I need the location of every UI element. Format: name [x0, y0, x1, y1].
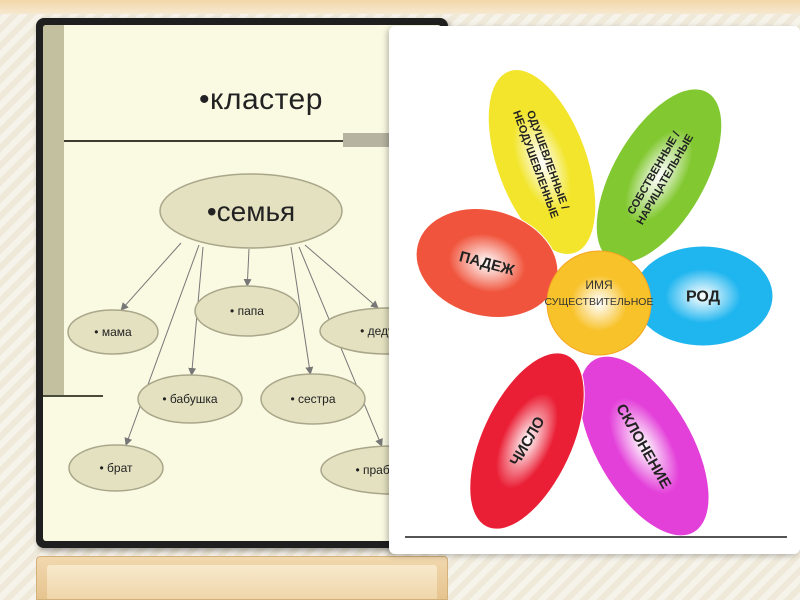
cluster-arrow-mama — [120, 242, 182, 311]
cluster-node-babushka — [137, 374, 243, 424]
flower-petal-sklon — [578, 355, 710, 537]
cluster-node-papa — [194, 285, 300, 337]
flower-center-text-1: СУЩЕСТВИТЕЛЬНОЕ — [545, 296, 654, 308]
flower-petal-text-rod-0: РОД — [686, 289, 721, 306]
top-decor-bar — [0, 0, 800, 14]
cluster-node-label-mama: • мама — [94, 325, 132, 339]
flower-petal-chislo — [469, 352, 585, 530]
flower-center — [546, 250, 652, 356]
cluster-node-sestra — [260, 373, 366, 425]
cluster-center-label: •семья — [207, 196, 295, 227]
cluster-node-mama — [67, 309, 159, 355]
cluster-node-label-sestra: • сестра — [290, 392, 335, 406]
cluster-node-label-babushka: • бабушка — [162, 392, 218, 406]
cluster-node-label-papa: • папа — [230, 304, 264, 318]
cluster-arrow-dedushka — [304, 244, 379, 309]
title-divider — [64, 140, 354, 142]
cluster-title: •кластер — [199, 83, 323, 116]
cluster-arrow-papa — [243, 248, 252, 287]
cluster-slide-paper: •кластер •семья• мама• папа• дедушка• ба… — [43, 25, 441, 541]
flower-center-text-0: ИМЯ — [585, 278, 612, 292]
cluster-node-label-brat: • брат — [100, 461, 133, 475]
panel-base-line — [405, 536, 787, 538]
flower-petal-label-rod: РОД — [686, 289, 721, 306]
cluster-slide: •кластер •семья• мама• папа• дедушка• ба… — [36, 18, 448, 548]
cluster-arrow-sestra — [290, 246, 314, 375]
cluster-center-node — [159, 173, 343, 249]
slide-sidebar-strip — [43, 25, 64, 395]
cluster-diagram: •семья• мама• папа• дедушка• бабушка• се… — [67, 173, 441, 495]
slide-sidebar-line — [43, 395, 103, 397]
next-slide-tab-inner — [47, 565, 437, 599]
next-slide-tab[interactable] — [36, 556, 448, 600]
cluster-node-brat — [68, 444, 164, 492]
cluster-arrow-brat — [124, 244, 200, 446]
flower-petal-odush — [487, 69, 597, 255]
